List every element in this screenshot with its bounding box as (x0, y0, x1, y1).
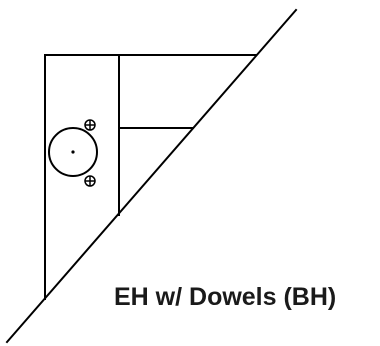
bore-hole-icon (48, 127, 98, 177)
dowel-bottom-icon (84, 175, 96, 187)
diagram-caption: EH w/ Dowels (BH) (114, 283, 336, 311)
diagonal-cut-line (5, 8, 298, 344)
dowel-top-icon (84, 119, 96, 131)
